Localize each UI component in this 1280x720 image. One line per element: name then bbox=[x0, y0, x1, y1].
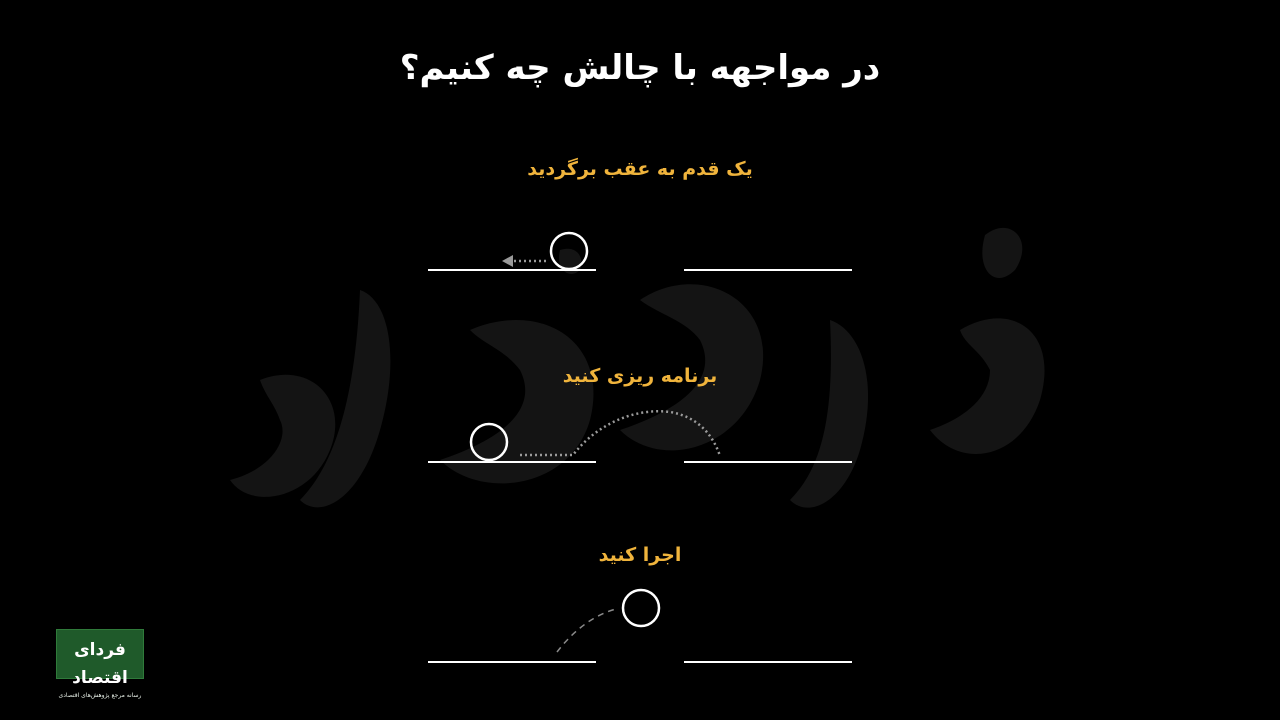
step-3-ball bbox=[621, 588, 661, 628]
page-title: در مواجهه با چالش چه کنیم؟ bbox=[399, 48, 881, 88]
step-2-diagram bbox=[428, 410, 852, 463]
brand-logo-name: فردای اقتصاد bbox=[72, 640, 128, 688]
step-1-back-arrow-head bbox=[502, 255, 513, 267]
step-2-planned-path bbox=[520, 410, 722, 457]
step-3-jump-path bbox=[556, 608, 617, 653]
step-1-label: یک قدم به عقب برگردید bbox=[527, 158, 753, 180]
step-2-ball bbox=[469, 422, 509, 462]
step-3-diagram bbox=[428, 588, 852, 663]
step-3-label: اجرا کنید bbox=[598, 544, 682, 566]
brand-logo: فردای اقتصاد رسانه مرجع پژوهش‌های اقتصاد… bbox=[56, 629, 144, 699]
step-1-diagram bbox=[428, 231, 852, 271]
step-1-ball bbox=[549, 231, 589, 271]
brand-logo-tagline: رسانه مرجع پژوهش‌های اقتصادی bbox=[58, 692, 142, 699]
step-2-label: برنامه ریزی کنید bbox=[562, 365, 718, 387]
